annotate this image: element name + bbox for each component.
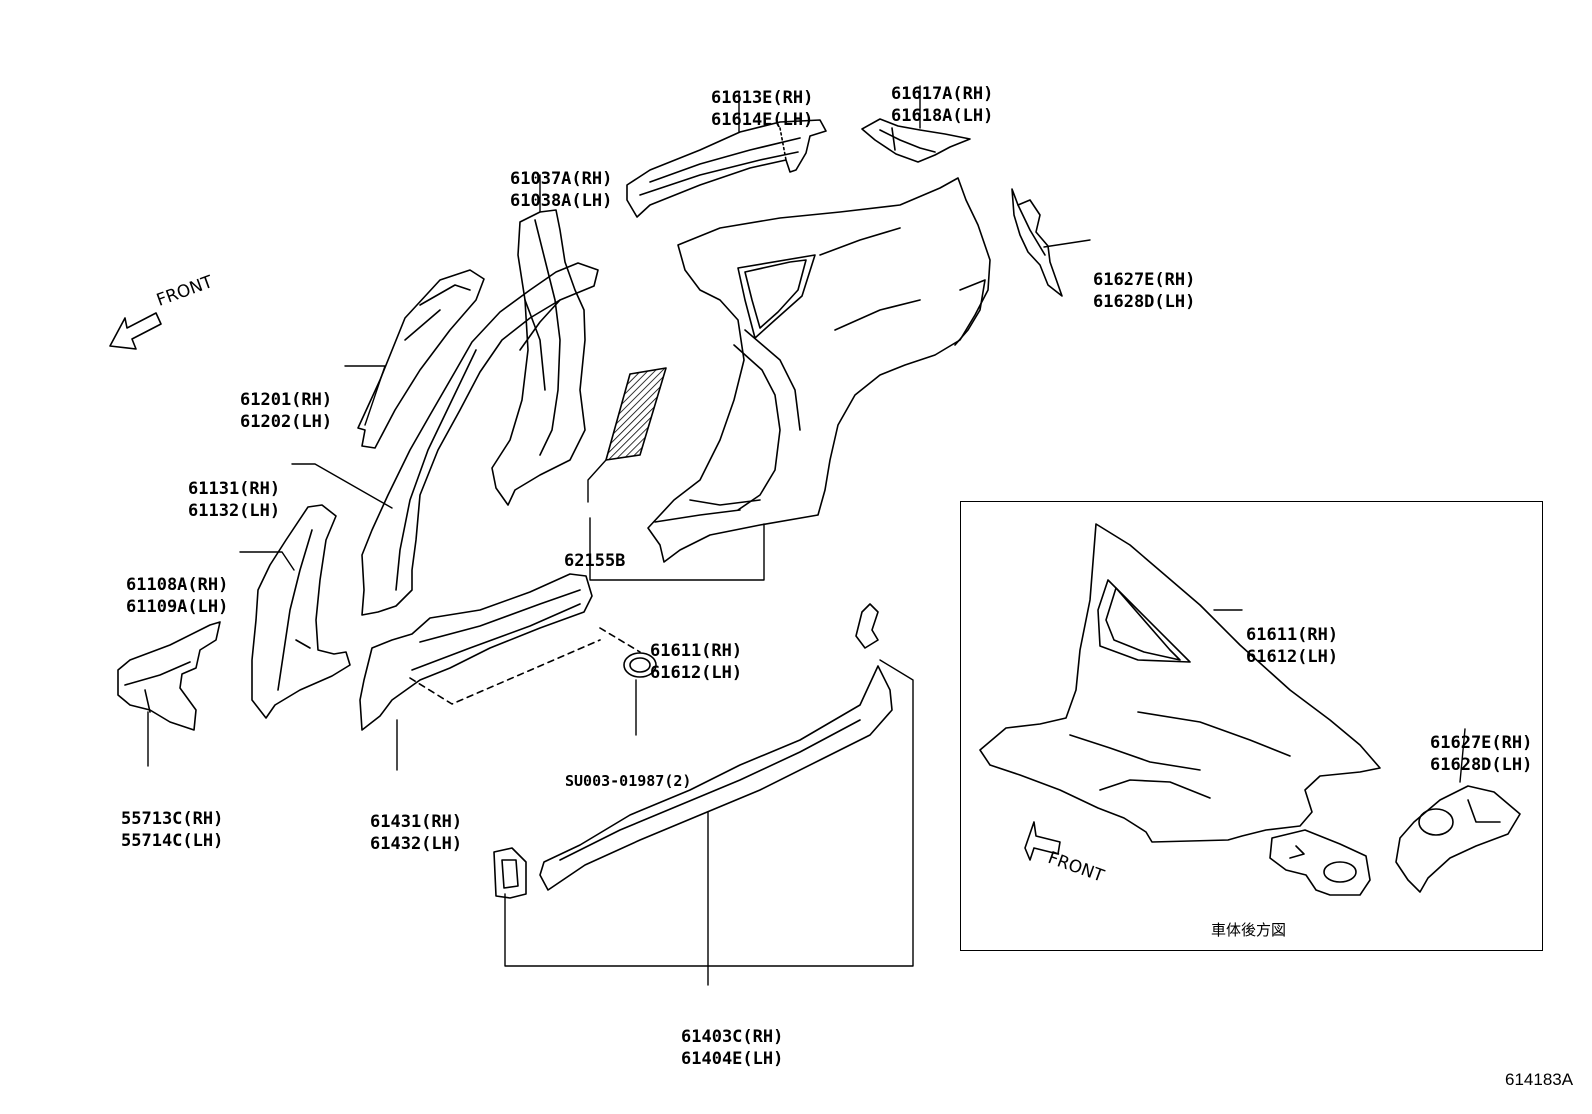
label-61627: 61627E(RH)61628D(LH) bbox=[1093, 270, 1196, 312]
figure-number: 614183A bbox=[1505, 1070, 1574, 1089]
inset-61627-bracket bbox=[1395, 785, 1521, 893]
grommet-su003 bbox=[623, 652, 657, 678]
inset-rear-view-box bbox=[960, 501, 1543, 951]
part-61403-rocker-outer bbox=[539, 665, 893, 891]
label-55713: 55713C(RH)55714C(LH) bbox=[121, 809, 224, 851]
inset-front-arrow-icon bbox=[1024, 821, 1061, 861]
label-61617: 61617A(RH)61618A(LH) bbox=[891, 84, 994, 126]
inset-label-61611: 61611(RH)61612(LH) bbox=[1246, 625, 1339, 667]
label-61431: 61431(RH)61432(LH) bbox=[370, 812, 463, 854]
part-61627-rear-bracket bbox=[1011, 188, 1063, 297]
inset-rear-bracket bbox=[1269, 829, 1371, 896]
label-61403: 61403C(RH)61404E(LH) bbox=[681, 1027, 784, 1069]
part-61037-center-pillar bbox=[491, 209, 586, 506]
part-61403-end-cap-front bbox=[493, 847, 527, 899]
part-61613-roof-rail bbox=[626, 119, 827, 218]
part-61431-rocker-inner bbox=[359, 573, 593, 731]
label-61108: 61108A(RH)61109A(LH) bbox=[126, 575, 229, 617]
inset-label-61627: 61627E(RH)61628D(LH) bbox=[1430, 733, 1533, 775]
label-62155: 62155B bbox=[564, 551, 626, 571]
part-61403-end-cap-rear bbox=[855, 603, 879, 649]
label-61131: 61131(RH)61132(LH) bbox=[188, 479, 281, 521]
part-61201-front-pillar bbox=[357, 269, 485, 449]
dashed-leader-grommet bbox=[409, 627, 641, 705]
label-61201: 61201(RH)61202(LH) bbox=[240, 390, 333, 432]
label-61613: 61613E(RH)61614E(LH) bbox=[711, 88, 814, 130]
part-62155-pad bbox=[605, 367, 667, 461]
label-61611: 61611(RH)61612(LH) bbox=[650, 641, 743, 683]
inset-caption: 車体後方図 bbox=[1211, 921, 1287, 939]
label-61037: 61037A(RH)61038A(LH) bbox=[510, 169, 613, 211]
part-61617-bracket bbox=[861, 118, 971, 163]
inset-quarter-panel bbox=[979, 523, 1381, 843]
leader-lines bbox=[147, 85, 1466, 986]
front-arrow-icon bbox=[109, 312, 162, 350]
part-61611-quarter-panel bbox=[647, 177, 991, 563]
part-61131-side-outer bbox=[361, 262, 599, 616]
label-su003: SU003-01987(2) bbox=[565, 772, 692, 790]
part-55713-dash-bracket bbox=[117, 621, 221, 731]
part-61108-pillar-lower bbox=[251, 504, 351, 719]
